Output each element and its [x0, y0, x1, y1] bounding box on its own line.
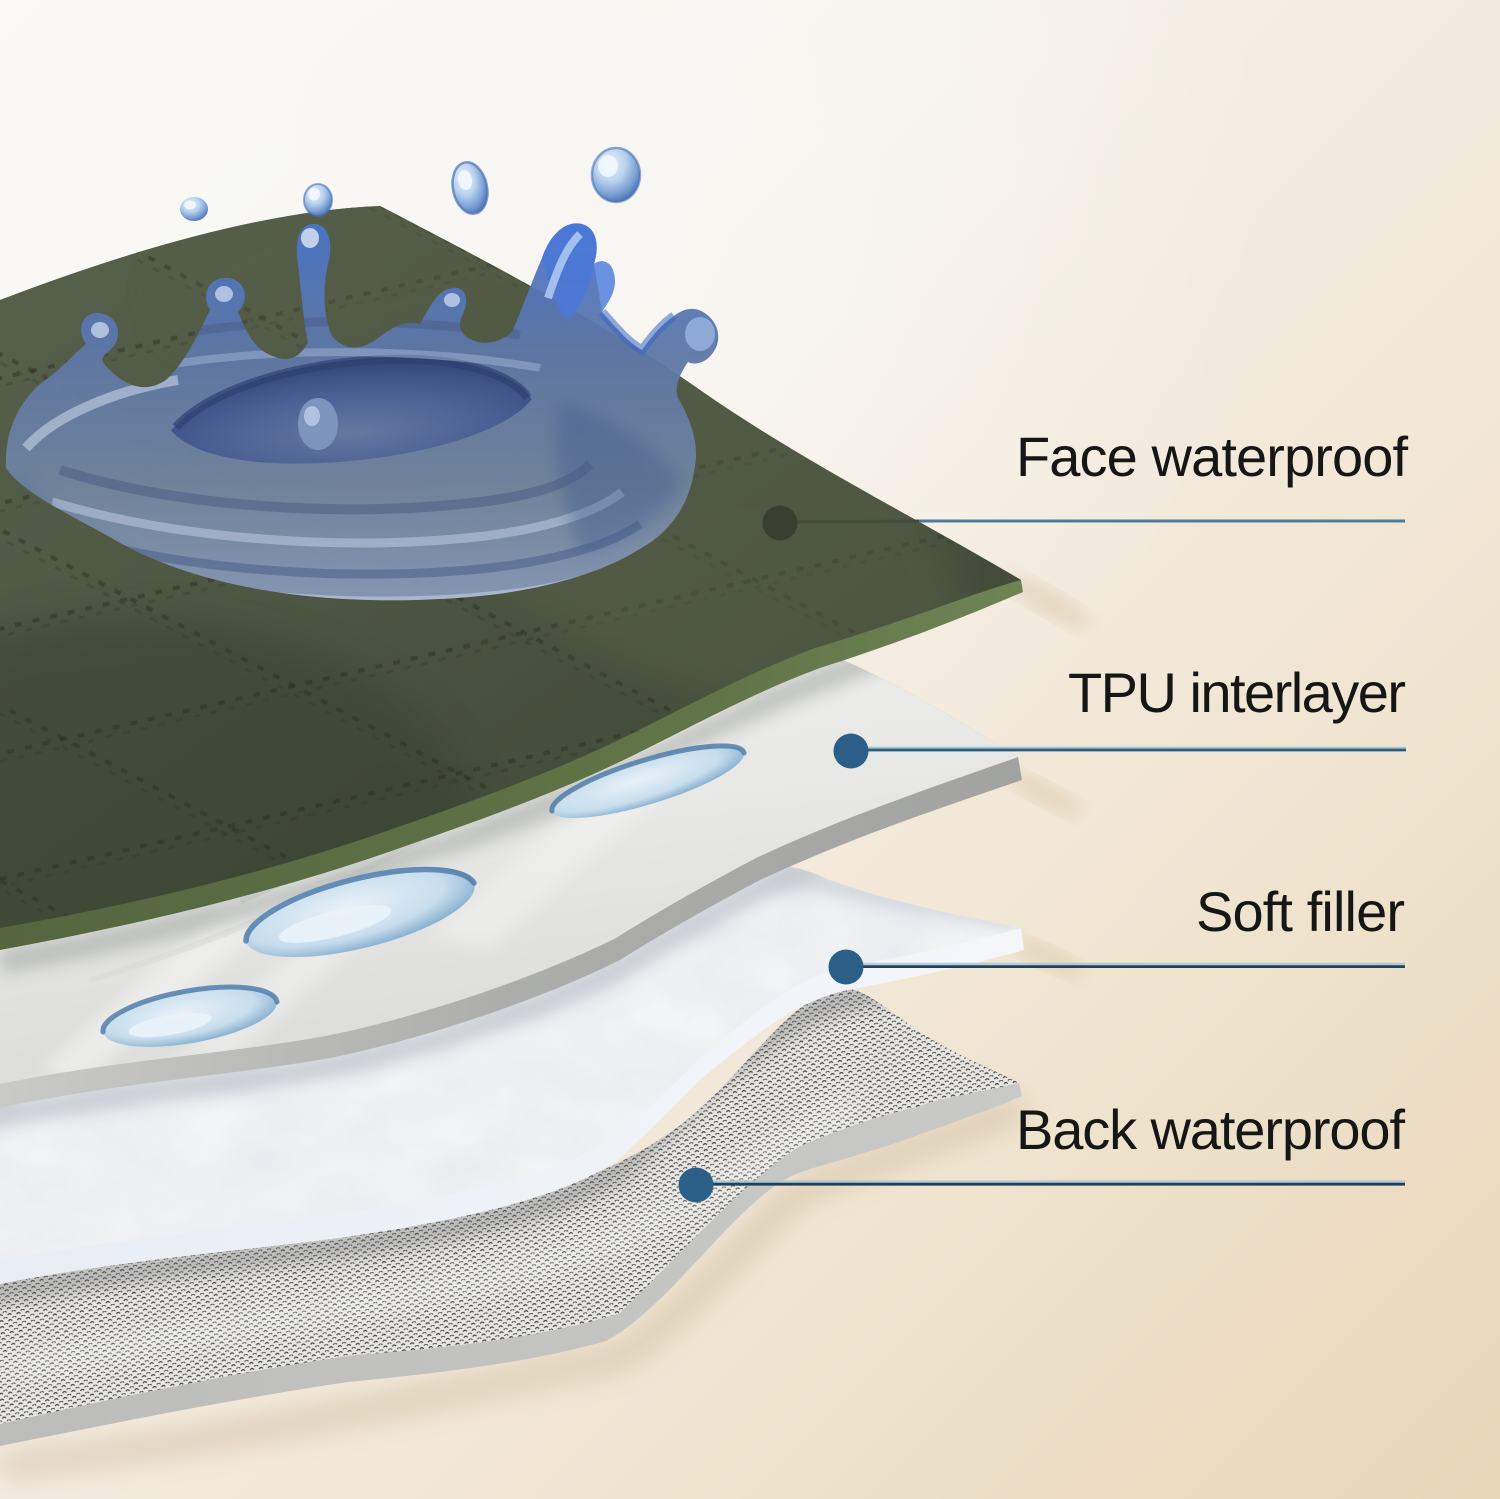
svg-text:Soft filler: Soft filler	[1196, 880, 1405, 943]
svg-text:Back waterproof: Back waterproof	[1016, 1098, 1405, 1161]
svg-text:Face waterproof: Face waterproof	[1016, 425, 1408, 488]
svg-text:TPU interlayer: TPU interlayer	[1068, 661, 1406, 724]
